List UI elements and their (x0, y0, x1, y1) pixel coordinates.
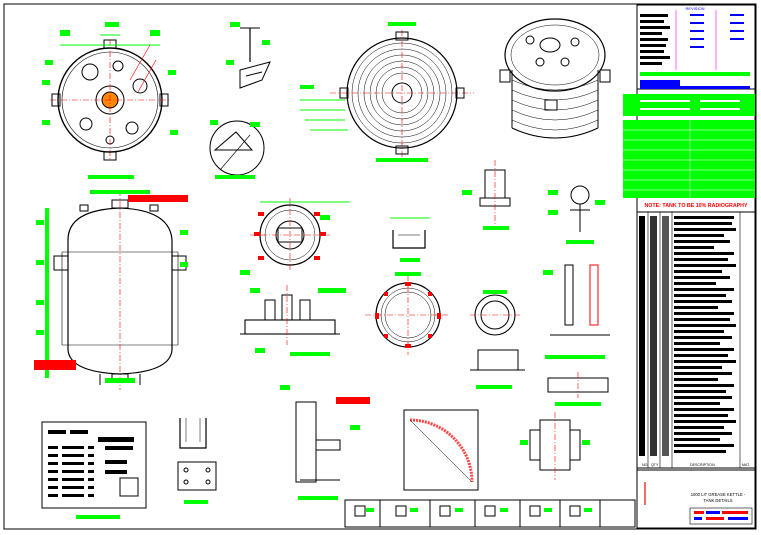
weld-detail-strip (344, 499, 636, 528)
flag-callout-leg (336, 397, 370, 404)
bom-col-qty: QTY (651, 463, 659, 467)
vessel-elevation (34, 190, 188, 390)
lug-detail (209, 120, 265, 179)
u-bracket (177, 418, 217, 504)
isometric-kettle (499, 18, 611, 139)
thermowell-detail (543, 185, 610, 406)
channel-detail (390, 217, 430, 262)
bom-rows (639, 216, 736, 456)
agitator-detail (226, 22, 271, 89)
sheet-border (3, 3, 757, 530)
jacket-nozzle (520, 412, 590, 480)
nozzle-schedule-table (41, 421, 147, 519)
manhole-flange (240, 198, 350, 275)
dish-segment (403, 409, 479, 491)
bom-col-material: MAT. (742, 463, 750, 467)
support-assembly (240, 285, 346, 356)
drawing-title-line2: TANK DETAILS (703, 498, 732, 503)
radiography-note: NOTE: TANK TO BE 10% RADIOGRAPHY (644, 203, 748, 209)
drawing-title-line1: 1000 LIT GREASE KETTLE - (691, 492, 746, 497)
ring-flange (365, 272, 450, 355)
leg-detail (280, 385, 370, 500)
bom-col-no: NO. (642, 463, 648, 467)
top-view-cover (42, 22, 178, 179)
bom-header: NO. QTY DESCRIPTION MAT. (642, 463, 750, 467)
title-block: REVISION (623, 4, 756, 529)
flag-callout-bottom (34, 360, 76, 370)
coil-top-view (300, 22, 474, 162)
flag-callout-top (128, 195, 188, 202)
revision-header: REVISION (685, 6, 704, 11)
bom-col-description: DESCRIPTION (690, 463, 715, 467)
nozzle-sections (462, 160, 525, 389)
